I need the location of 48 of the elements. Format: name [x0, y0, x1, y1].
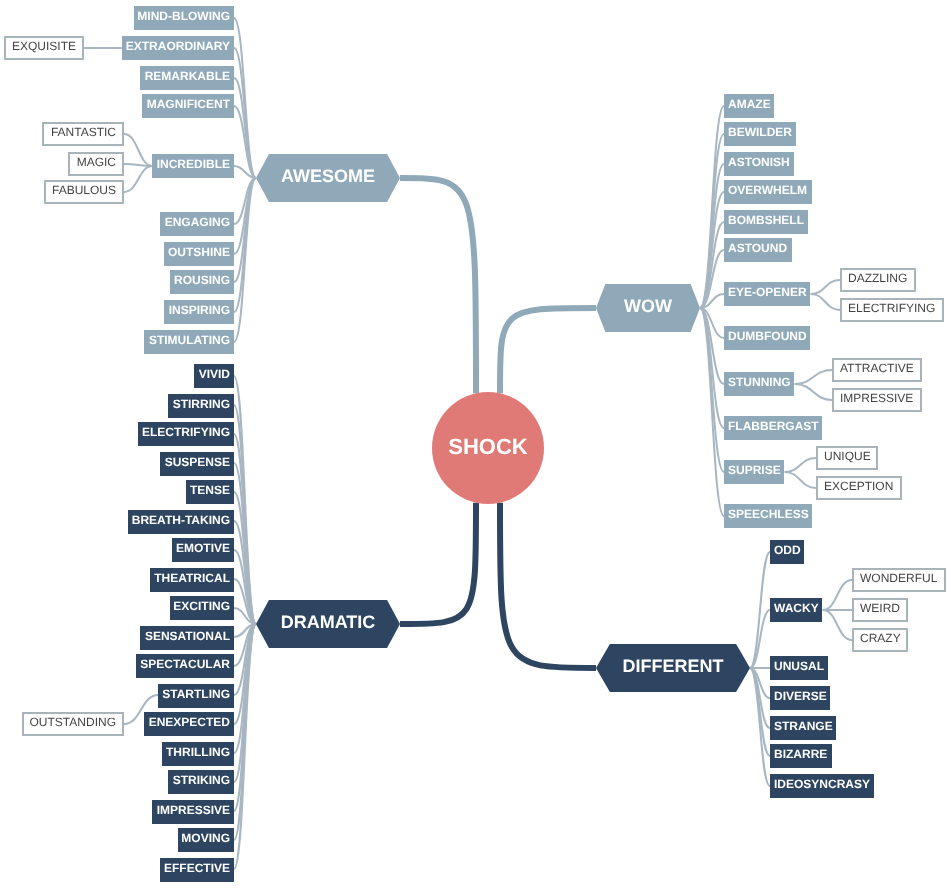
- connector-line: [233, 105, 257, 179]
- connector-line: [233, 623, 257, 696]
- connector-line: [233, 165, 257, 179]
- connector-line: [821, 579, 853, 611]
- connector-line: [821, 609, 853, 611]
- connector-line: [809, 279, 841, 295]
- connector-line: [233, 77, 257, 179]
- connector-line: [809, 293, 841, 311]
- connector-line: [123, 133, 154, 167]
- connector-line: [400, 502, 479, 627]
- connector-line: [699, 307, 725, 517]
- topic-hexagon: AWESOME: [256, 154, 400, 202]
- connector-line: [749, 667, 771, 669]
- connector-line: [821, 609, 853, 641]
- connector-line: [699, 249, 725, 309]
- connector-line: [233, 177, 257, 225]
- connector-line: [749, 667, 771, 729]
- connector-line: [233, 578, 257, 625]
- connector-line: [233, 177, 257, 313]
- connector-line: [233, 17, 257, 179]
- connector-line: [793, 383, 833, 401]
- connector-line: [699, 293, 725, 309]
- connector-line: [497, 502, 596, 671]
- connector-line: [233, 623, 257, 667]
- connector-line: [749, 667, 771, 787]
- connector-line: [123, 165, 154, 193]
- connector-line: [699, 307, 725, 385]
- connector-line: [497, 305, 596, 394]
- connector-line: [749, 551, 771, 669]
- connector-line: [749, 667, 771, 699]
- topic-hexagon: DIFFERENT: [596, 644, 750, 692]
- connector-line: [233, 607, 257, 625]
- connector-line: [123, 694, 160, 725]
- connector-line: [783, 471, 817, 489]
- connector-line: [399, 175, 479, 394]
- connector-line: [123, 163, 154, 167]
- connector-line: [233, 623, 257, 638]
- topic-hexagon: WOW: [596, 284, 700, 332]
- topic-hexagon: DRAMATIC: [256, 600, 400, 648]
- connector-line: [233, 177, 257, 343]
- connector-line: [83, 47, 123, 49]
- connector-line: [749, 667, 771, 757]
- connector-line: [699, 307, 725, 473]
- connector-line: [699, 307, 725, 339]
- connector-line: [233, 47, 257, 179]
- connector-line: [793, 369, 833, 385]
- connector-line: [783, 457, 817, 473]
- connector-line: [749, 609, 771, 669]
